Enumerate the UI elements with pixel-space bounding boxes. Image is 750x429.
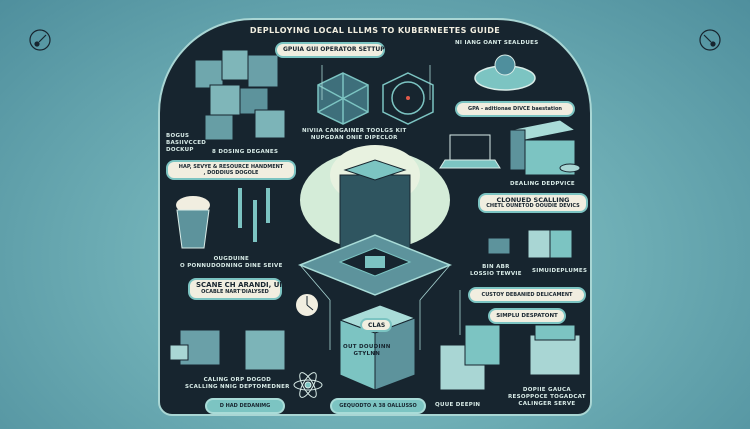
laptop-icon: [439, 134, 501, 169]
caption-line: NIVIIA CANGAINER TOOLGS KIT: [302, 128, 407, 134]
caption-line: NUPGDAN ONIE DIPECLOR: [310, 135, 398, 141]
label-bottom-center: GEQUODTO A 38 OALLUSSO: [330, 398, 426, 414]
badge-clas: CLAS: [360, 318, 392, 332]
server-box-icon: [169, 329, 286, 371]
label-line: SCANE CH ARANDI, UIT: [196, 281, 287, 289]
atom-icon: [293, 372, 323, 398]
pipette-icon: [238, 188, 270, 242]
label-resource: HAP, SEVYE & RESOURCE HANDMENT, DODDIUS …: [166, 160, 296, 180]
label-simplu: SIMPLU DESPATONT: [488, 308, 566, 324]
caption-line: BOGUS: [166, 133, 190, 139]
caption-line: SCALLING NNIG DEPTOMEDNER: [185, 384, 290, 390]
caption-queue: QUUE DEEPIN: [435, 402, 481, 408]
clock-icon: [294, 292, 320, 318]
connector-lines: [299, 65, 461, 350]
label-line: , DODDIUS DOGOLE: [203, 170, 259, 176]
caption-top-right: NI IANG OANT SEALDUES: [455, 40, 539, 46]
server-stack-icon: [194, 49, 286, 141]
caption-line: BIN ABR: [482, 264, 510, 270]
caption-simui: SIMUIDEPLUMES: [532, 268, 588, 274]
caption-line: RESOPPOCE TOGADCAT: [508, 394, 586, 400]
caption-line: DOCKUP: [166, 147, 194, 153]
popcorn-bucket-icon: [176, 196, 210, 249]
caption-line: O PONNUDODNING DINE SEIVE: [180, 263, 283, 269]
corner-node-icon: [29, 29, 721, 51]
hexagon-node-icon: [317, 72, 434, 125]
caption-line: BASIIVCCED: [166, 140, 207, 146]
caption-line: OUGDUINE: [213, 256, 250, 262]
label-line: CLONUED SCALLING: [496, 196, 570, 204]
database-icon: [487, 229, 573, 259]
gpu-chip-icon: [297, 145, 453, 296]
caption-dealing: DEALING DEDPVICE: [510, 181, 575, 187]
label-line: CHETL OUNETOD OOUDIE DEVICS: [486, 203, 580, 209]
caption-line: GTYLNN: [353, 351, 381, 357]
caption-line: CALINGER SERVE: [518, 401, 576, 407]
label-gpa: GPA - aditionae DIVCE baestation: [455, 101, 575, 117]
document-stack-icon: [439, 324, 581, 391]
label-custoy: CUSTOY DEBANIED DELICAMENT: [468, 287, 586, 303]
label-bottom-left: D HAD DEDANIMG: [205, 398, 285, 414]
caption-line: OUT DOUDINN: [343, 344, 391, 350]
page-title: DEPLLOYING LOCAL LLLMS TO KUBERNEETES GU…: [249, 26, 501, 35]
label-gpu-operator: GPUIA GUI OPERATOR SETTUPP: [275, 42, 389, 58]
label-line: OCABLE NART'DIALYSED: [201, 289, 269, 295]
server-box-icon: [508, 119, 581, 176]
caption-line: DOPIIE GAUCA: [522, 387, 571, 393]
cloud-user-icon: [474, 54, 536, 91]
label-line: HAP, SEVYE & RESOURCE HANDMENT: [178, 164, 284, 170]
caption-line: CALING ORP DOGOD: [203, 377, 272, 383]
caption-line: LOSSIO TEWVIE: [470, 271, 522, 277]
caption-dosing: 8 DOSING DEGANES: [212, 149, 279, 155]
